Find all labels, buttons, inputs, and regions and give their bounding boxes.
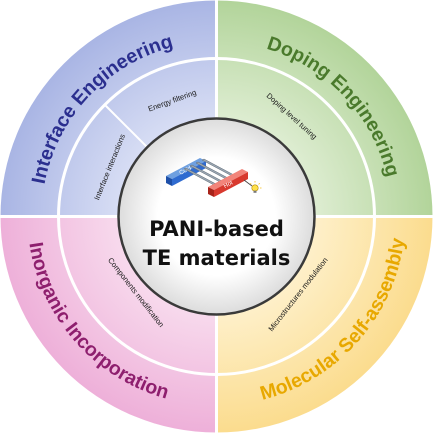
center-disc [117,117,316,316]
hot-label: Hot [223,180,234,190]
thermoelectric-legs [183,158,235,186]
cold-label: Cold [179,166,193,177]
center-title-line2: TE materials [143,246,291,270]
center-title-line1: PANI-based [149,217,284,241]
light-bulb-icon [243,179,262,193]
thermoelectric-device-illustration: Cold Hot [166,158,262,197]
